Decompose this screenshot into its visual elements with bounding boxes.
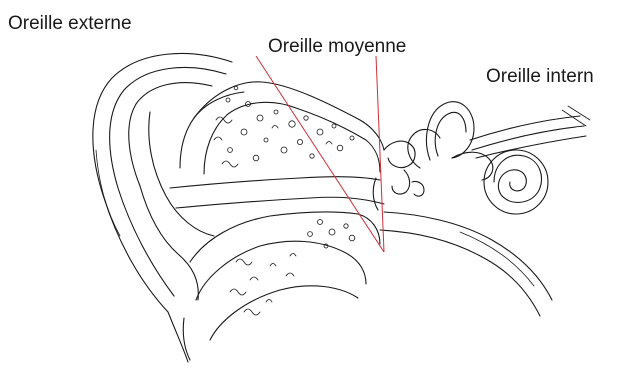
middle-ear-pointer-lines <box>256 56 384 252</box>
label-middle-ear: Oreille moyenne <box>268 37 406 56</box>
ear-canal <box>170 92 384 208</box>
cochlea <box>484 150 548 214</box>
upper-temporal-bone <box>194 82 384 174</box>
semicircular-canals <box>408 102 493 180</box>
auditory-nerve <box>470 106 590 158</box>
eustachian-tube <box>380 212 552 316</box>
lower-temporal-bone <box>190 212 380 340</box>
label-outer-ear: Oreille externe <box>8 14 132 33</box>
bone-texture-lower <box>230 220 355 316</box>
label-inner-ear: Oreille intern <box>486 67 594 86</box>
